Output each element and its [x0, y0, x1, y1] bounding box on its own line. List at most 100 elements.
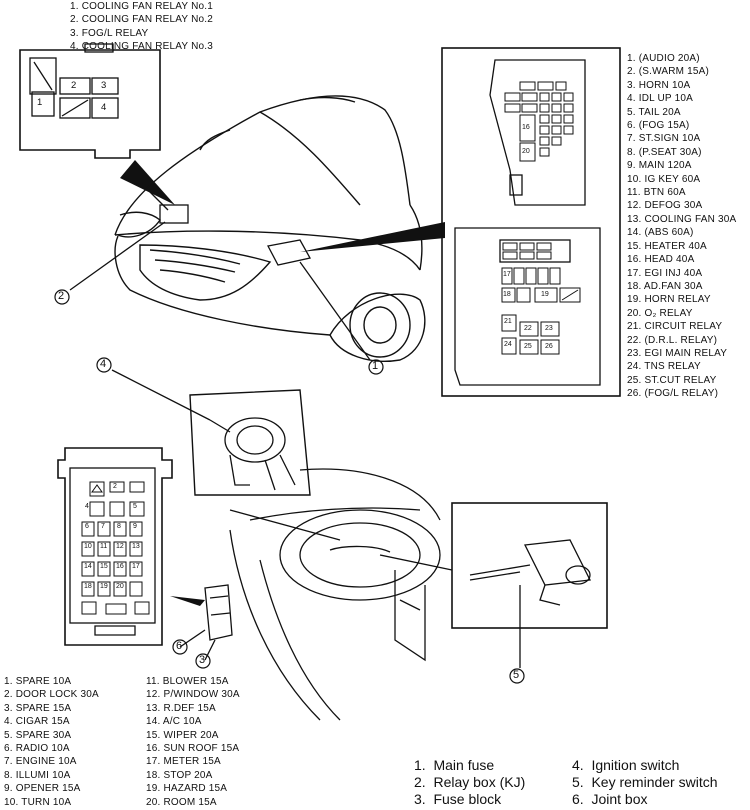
relay-cell-3: 3 [101, 80, 107, 91]
main-fuse-item-18: 18. AD.FAN 30A [627, 280, 703, 292]
dashboard-steering [229, 468, 441, 721]
relay-label-3: 3. FOG/L RELAY [70, 27, 149, 39]
fuse-block-item-b-5: 15. WIPER 20A [146, 729, 219, 741]
main-fuse-item-25: 25. ST.CUT RELAY [627, 374, 717, 386]
relay-cell-1: 1 [37, 97, 43, 108]
fuse-block-cell-17: 17 [132, 563, 140, 570]
main-fuse-item-23: 23. EGI MAIN RELAY [627, 347, 728, 359]
main-fuse-item-21: 21. CIRCUIT RELAY [627, 321, 723, 333]
fuse-block-item-7: 7. ENGINE 10A [4, 756, 77, 768]
fuse-block-cell-14: 14 [84, 563, 92, 570]
main-fuse-item-13: 13. COOLING FAN 30A [627, 213, 737, 225]
fuse-block-cell-15: 15 [100, 563, 108, 570]
callout-3: 3 [199, 654, 206, 666]
main-fuse-item-2: 2. (S.WARM 15A) [627, 66, 710, 78]
main-fuse-item-10: 10. IG KEY 60A [627, 173, 701, 185]
fuse-block-cell-12: 12 [116, 543, 124, 550]
main-cell-21: 21 [504, 318, 512, 325]
main-fuse-item-7: 7. ST.SIGN 10A [627, 133, 701, 145]
main-fuse-item-6: 6. (FOG 15A) [627, 120, 690, 132]
main-fuse-item-17: 17. EGI INJ 40A [627, 267, 703, 279]
main-fuse-item-8: 8. (P.SEAT 30A) [627, 146, 702, 158]
fuse-block-item-b-4: 14. A/C 10A [146, 716, 202, 728]
main-cell-24: 24 [504, 341, 512, 348]
callout-2: 2 [58, 290, 65, 302]
main-fuse-on-car [267, 239, 311, 266]
fuse-block-cell-4: 4 [85, 503, 89, 510]
fuse-block-cell-10: 10 [84, 543, 92, 550]
relay-box-enlarged [19, 43, 161, 159]
component-legend-col1: 1. Main fuse 2. Relay box (KJ) 3. Fuse b… [414, 757, 525, 808]
fuse-block-cell-6: 6 [85, 523, 89, 530]
fuse-block-cell-8: 8 [117, 523, 121, 530]
key-reminder-switch-detail [451, 502, 608, 629]
fuse-block-item-b-3: 13. R.DEF 15A [146, 702, 216, 714]
main-fuse-list: 1. (AUDIO 20A)2. (S.WARM 15A)3. HORN 10A… [627, 52, 736, 401]
fuse-block-item-b-7: 17. METER 15A [146, 756, 221, 768]
fuse-block-item-b-1: 11. BLOWER 15A [146, 676, 229, 687]
fuse-block-item-b-2: 12. P/WINDOW 30A [146, 689, 240, 701]
callout-4: 4 [100, 358, 107, 370]
fuse-block-cell-2: 2 [113, 483, 117, 490]
ignition-switch-detail [189, 389, 311, 496]
main-cell-17: 17 [503, 271, 511, 278]
main-fuse-item-4: 4. IDL UP 10A [627, 93, 693, 105]
fuse-block-enlarged [57, 447, 173, 646]
callout-1: 1 [372, 360, 379, 372]
fuse-block-cell-7: 7 [101, 523, 105, 530]
relay-cell-4: 4 [101, 102, 107, 113]
relay-label-2: 2. COOLING FAN RELAY No.2 [70, 14, 214, 26]
main-cell-19: 19 [541, 291, 549, 298]
fuse-block-item-2: 2. DOOR LOCK 30A [4, 689, 99, 701]
legend-fuse-block: 3. Fuse block [414, 791, 502, 807]
legend-main-fuse: 1. Main fuse [414, 757, 495, 773]
fuse-block-item-4: 4. CIGAR 15A [4, 716, 70, 728]
fuse-block-item-b-10: 20. ROOM 15A [146, 796, 217, 808]
main-fuse-item-12: 12. DEFOG 30A [627, 200, 703, 212]
relay-label-4: 4. COOLING FAN RELAY No.3 [70, 41, 214, 53]
main-fuse-item-1: 1. (AUDIO 20A) [627, 53, 700, 64]
main-fuse-item-24: 24. TNS RELAY [627, 361, 701, 373]
fuse-block-item-b-6: 16. SUN ROOF 15A [146, 743, 240, 755]
legend-ignition-switch: 4. Ignition switch [572, 757, 680, 773]
main-fuse-item-16: 16. HEAD 40A [627, 254, 695, 266]
legend-joint-box: 6. Joint box [572, 791, 648, 807]
car-outline [114, 95, 426, 362]
main-fuse-item-5: 5. TAIL 20A [627, 106, 681, 118]
fuse-block-item-5: 5. SPARE 30A [4, 729, 72, 741]
main-fuse-item-19: 19. HORN RELAY [627, 294, 711, 306]
main-fuse-item-14: 14. (ABS 60A) [627, 227, 694, 239]
main-cell-26: 26 [545, 343, 553, 350]
fuse-block-item-b-9: 19. HAZARD 15A [146, 783, 228, 795]
callout-5: 5 [513, 669, 520, 681]
main-fuse-item-20: 20. O₂ RELAY [627, 307, 693, 319]
fuse-block-cell-13: 13 [132, 543, 140, 550]
main-cell-22: 22 [524, 325, 532, 332]
relay-cell-2: 2 [71, 80, 77, 91]
joint-box [204, 584, 233, 641]
relay-box-kj-on-car [159, 204, 189, 224]
main-fuse-box-enlarged [441, 47, 621, 397]
main-cell-16: 16 [522, 124, 530, 131]
fuse-block-item-6: 6. RADIO 10A [4, 743, 70, 755]
main-cell-23: 23 [545, 325, 553, 332]
fuse-block-item-1: 1. SPARE 10A [4, 676, 72, 687]
callout-6: 6 [176, 640, 183, 652]
main-fuse-item-22: 22. (D.R.L. RELAY) [627, 334, 718, 346]
fuse-block-cell-5: 5 [133, 503, 137, 510]
main-cell-25: 25 [524, 343, 532, 350]
main-fuse-item-26: 26. (FOG/L RELAY) [627, 388, 719, 400]
main-fuse-item-9: 9. MAIN 120A [627, 160, 692, 172]
fuse-block-item-3: 3. SPARE 15A [4, 702, 72, 714]
main-fuse-item-15: 15. HEATER 40A [627, 240, 707, 252]
callout-circles [54, 289, 525, 684]
main-cell-18: 18 [503, 291, 511, 298]
relay-label-1: 1. COOLING FAN RELAY No.1 [70, 1, 214, 12]
relay-box-label-list: 1. COOLING FAN RELAY No.1 2. COOLING FAN… [70, 0, 213, 54]
legend-relay-box: 2. Relay box (KJ) [414, 774, 526, 790]
fuse-block-cell-18: 18 [84, 583, 92, 590]
fuse-block-cell-9: 9 [133, 523, 137, 530]
